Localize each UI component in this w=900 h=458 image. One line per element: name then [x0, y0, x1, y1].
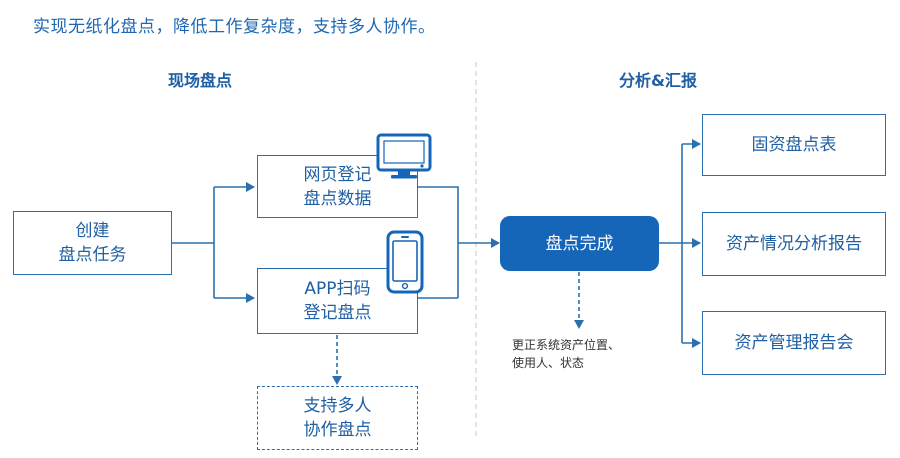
- connector-complete-reports: [659, 144, 683, 343]
- node-web-register-line1: 网页登记: [303, 164, 372, 185]
- smartphone-icon: [386, 230, 424, 294]
- node-create-task: 创建 盘点任务: [13, 211, 172, 275]
- node-report-analysis: 资产情况分析报告: [702, 212, 886, 276]
- correction-note: 更正系统资产位置、 使用人、状态: [512, 336, 662, 372]
- connector-create-split: [172, 187, 215, 298]
- node-app-scan-line1: APP扫码: [304, 279, 371, 299]
- node-report-meeting-label: 资产管理报告会: [734, 333, 854, 353]
- node-complete: 盘点完成: [500, 216, 659, 271]
- node-report-fixed-label: 固资盘点表: [751, 135, 837, 155]
- node-complete-label: 盘点完成: [545, 233, 614, 254]
- node-create-task-line2: 盘点任务: [58, 245, 127, 265]
- section-title-onsite: 现场盘点: [167, 71, 232, 90]
- node-report-meeting: 资产管理报告会: [702, 311, 886, 375]
- connector-merge: [418, 186, 459, 299]
- node-web-register-line2: 盘点数据: [303, 188, 372, 209]
- correction-note-line1: 更正系统资产位置、: [512, 338, 621, 352]
- node-report-fixed: 固资盘点表: [702, 114, 886, 176]
- node-multi-user: 支持多人 协作盘点: [257, 386, 418, 450]
- node-multi-user-line2: 协作盘点: [303, 420, 372, 440]
- monitor-icon: [376, 133, 432, 179]
- correction-note-line2: 使用人、状态: [512, 356, 585, 370]
- node-app-scan-line2: 登记盘点: [303, 303, 372, 323]
- node-report-analysis-label: 资产情况分析报告: [726, 234, 862, 254]
- headline: 实现无纸化盘点，降低工作复杂度，支持多人协作。: [33, 17, 436, 37]
- node-multi-user-line1: 支持多人: [303, 396, 372, 416]
- node-create-task-line1: 创建: [75, 221, 110, 241]
- section-title-analysis: 分析&汇报: [619, 71, 697, 90]
